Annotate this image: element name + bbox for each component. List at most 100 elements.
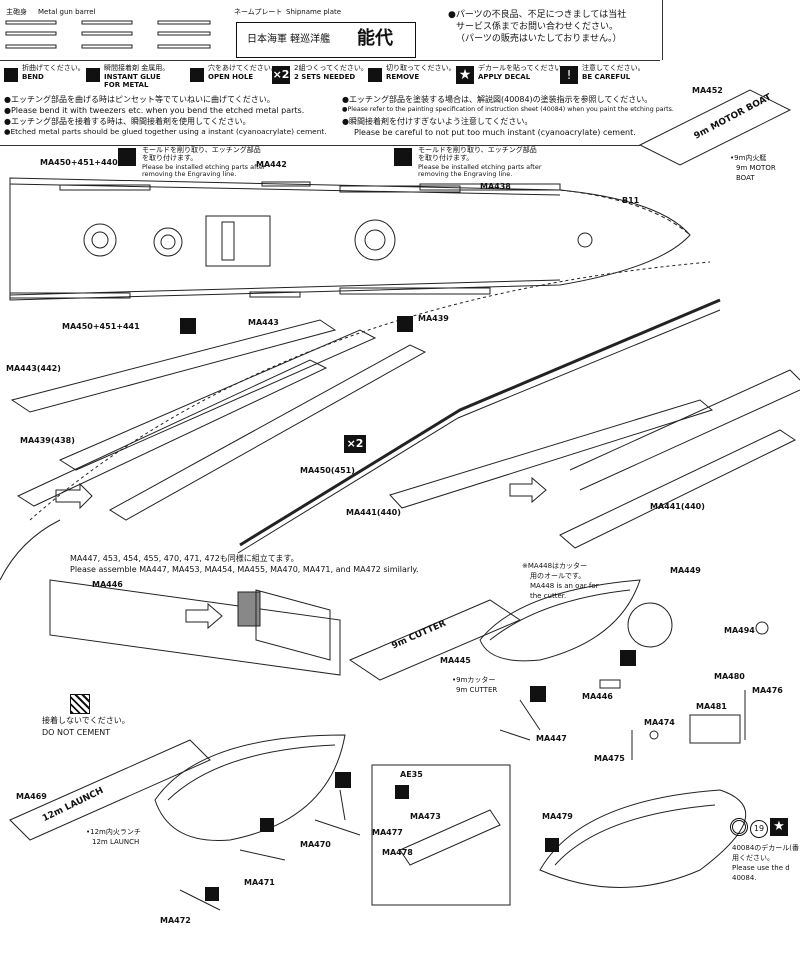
label-ma443-442: MA443(442)	[6, 364, 61, 373]
cutter-en: 9m CUTTER	[456, 686, 498, 694]
label-ma446b: MA446	[582, 692, 613, 701]
oar-note-4: the cutter.	[530, 592, 567, 600]
oar-note-2: 用のオールです。	[530, 572, 586, 580]
remove-icon	[368, 68, 382, 82]
do-not-cement-icon	[70, 694, 90, 714]
engrave-note-1-jp: モールドを削り取り、エッチング部品を取り付けます。	[142, 146, 261, 163]
instant-glue-icon	[86, 68, 100, 82]
legend-decal-en: APPLY DECAL	[478, 73, 531, 81]
legend-remove-jp: 切り取ってください。	[386, 64, 456, 72]
cutter-jp: •9mカッター	[452, 676, 496, 684]
legend-remove-en: REMOVE	[386, 73, 420, 81]
remove-icon	[394, 148, 412, 166]
label-ma473: MA473	[410, 812, 441, 821]
assemble-note-en: Please assemble MA447, MA453, MA454, MA4…	[70, 565, 419, 574]
remove-icon	[180, 318, 196, 334]
legend-x2-en: 2 SETS NEEDED	[294, 73, 356, 81]
oar-note-1: ※MA448はカッター	[522, 562, 588, 570]
legend-x2-jp: 2組つくってください。	[294, 64, 368, 72]
label-ma481: MA481	[696, 702, 727, 711]
decal-star-icon: ★	[456, 66, 474, 84]
label-ma438: MA438	[480, 182, 511, 191]
engrave-note-2-jp: モールドを削り取り、エッチング部品を取り付けます。	[418, 146, 537, 163]
instruction-right-2: ●Please refer to the painting specificat…	[342, 106, 674, 113]
motor-boat-jp: •9m内火艇	[730, 154, 767, 162]
launch-en: 12m LAUNCH	[92, 838, 140, 846]
legend-row: 折曲げてください。 BEND 瞬間接着剤 金属用。 INSTANT GLUE F…	[4, 64, 654, 94]
label-ma471: MA471	[244, 878, 275, 887]
legend-hole-en: OPEN HOLE	[208, 73, 254, 81]
instructions-right: ●エッチング部品を塗装する場合は、解説図(40084)の塗装指示を参照してくださ…	[342, 95, 674, 143]
label-ma447: MA447	[536, 734, 567, 743]
label-ma450-441: MA450+451+441	[62, 322, 140, 331]
careful-icon: !	[560, 66, 578, 84]
plate-label-jp: ネームプレート	[234, 8, 283, 16]
label-ma439: MA439	[418, 314, 449, 323]
lifebuoy-icon	[730, 818, 748, 836]
label-ma446: MA446	[92, 580, 123, 589]
legend-careful-en: BE CAREFUL	[582, 73, 631, 81]
x2-icon: ×2	[272, 66, 290, 84]
decal-number: 19	[750, 820, 768, 838]
label-ma443: MA443	[248, 318, 279, 327]
label-ma476: MA476	[752, 686, 783, 695]
label-ma445: MA445	[440, 656, 471, 665]
remove-icon	[530, 686, 546, 702]
instructions-left: ●エッチング部品を曲げる時はピンセット等でていねいに曲げてください。 ●Plea…	[4, 95, 334, 143]
header-vdivider	[662, 0, 663, 60]
instruction-left-4: ●Etched metal parts should be glued toge…	[4, 127, 327, 136]
legend-careful-jp: 注意してください。	[582, 64, 645, 72]
plate-label-en: Shipname plate	[286, 8, 342, 16]
label-ae35: AE35	[400, 770, 423, 779]
label-ma441-440-a: MA441(440)	[346, 508, 401, 517]
remove-icon	[205, 887, 219, 901]
label-ma475: MA475	[594, 754, 625, 763]
remove-icon	[397, 316, 413, 332]
remove-icon	[395, 785, 409, 799]
open-hole-icon	[190, 68, 204, 82]
label-ma452: MA452	[692, 86, 723, 95]
remove-icon	[620, 650, 636, 666]
instruction-left-3: ●エッチング部品を接着する時は、瞬間接着剤を使用してください。	[4, 117, 251, 126]
decal-badge: 19 ★	[730, 818, 790, 840]
assemble-note-jp: MA447, 453, 454, 455, 470, 471, 472も同様に組…	[70, 554, 299, 563]
gun-barrel-drawing	[5, 20, 211, 49]
bend-icon	[4, 68, 18, 82]
engrave-note-2-en: Please be installed etching parts after …	[418, 163, 542, 179]
gun-barrel-section: 主砲身 Metal gun barrel	[2, 6, 222, 58]
label-ma439-438: MA439(438)	[20, 436, 75, 445]
label-ma479: MA479	[542, 812, 573, 821]
motor-boat-en1: 9m MOTOR	[736, 164, 776, 172]
instruction-right-3: ●瞬間接着剤を付けすぎないよう注意してください。	[342, 117, 533, 126]
remove-icon	[545, 838, 559, 852]
remove-icon	[335, 772, 351, 788]
legend-bend-en: BEND	[22, 73, 44, 81]
notice-line-2: サービス係までお問い合わせください。	[456, 22, 619, 32]
launch-jp: •12m内火ランチ	[86, 828, 141, 836]
plate-name: 能代	[357, 28, 393, 49]
engrave-note-1-en: Please be installed etching parts after …	[142, 163, 266, 179]
do-not-cement-jp: 接着しないでください。	[42, 716, 130, 725]
legend-glue-jp: 瞬間接着剤 金属用。	[104, 64, 170, 72]
label-ma472: MA472	[160, 916, 191, 925]
decal-note-2: 用ください。	[732, 854, 774, 862]
label-ma480: MA480	[714, 672, 745, 681]
legend-decal-jp: デカールを貼ってください。	[478, 64, 569, 72]
remove-icon	[118, 148, 136, 166]
label-ma449: MA449	[670, 566, 701, 575]
motor-boat-en2: BOAT	[736, 174, 755, 182]
instruction-left-1: ●エッチング部品を曲げる時はピンセット等でていねいに曲げてください。	[4, 95, 275, 104]
legend-bend-jp: 折曲げてください。	[22, 64, 85, 72]
decal-note-1: 40084のデカール(番	[732, 844, 799, 852]
legend-glue-en: INSTANT GLUE FOR METAL	[104, 73, 161, 90]
label-ma469: MA469	[16, 792, 47, 801]
decal-note-4: 40084.	[732, 874, 757, 882]
label-ma474: MA474	[644, 718, 675, 727]
label-ma441-440-b: MA441(440)	[650, 502, 705, 511]
notice-line-1: ●パーツの不良品、不足につきましては当社	[448, 10, 627, 20]
instruction-right-1: ●エッチング部品を塗装する場合は、解説図(40084)の塗装指示を参照してくださ…	[342, 95, 653, 104]
label-b11: B11	[622, 196, 640, 205]
instruction-left-2: ●Please bend it with tweezers etc. when …	[4, 106, 305, 115]
instruction-right-4: Please be careful to not put too much in…	[354, 128, 636, 137]
